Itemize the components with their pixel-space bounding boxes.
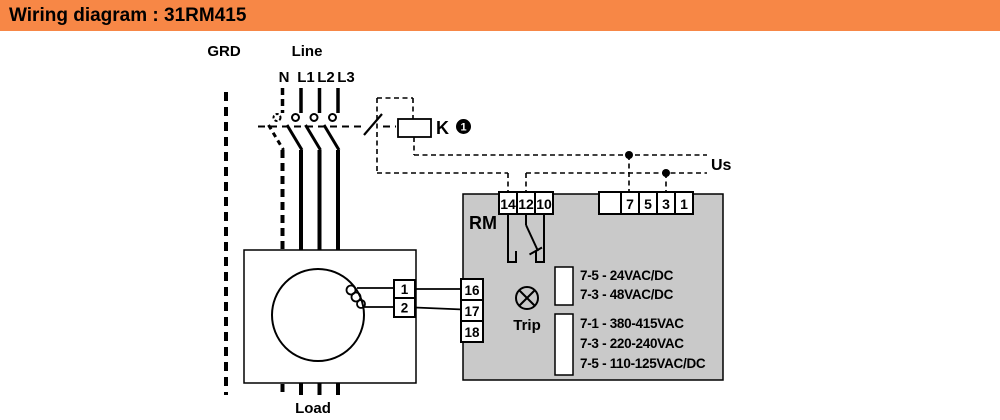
title-bar: Wiring diagram : 31RM415 (0, 0, 1000, 31)
control-dashed-wiring (376, 97, 707, 193)
svg-text:10: 10 (536, 196, 552, 212)
svg-text:17: 17 (464, 304, 479, 319)
supply-voltage-options: 7-5 - 24VAC/DC 7-3 - 48VAC/DC 7-1 - 380-… (580, 268, 706, 371)
note-1-badge: 1 (456, 119, 471, 134)
svg-text:12: 12 (518, 196, 534, 212)
svg-text:5: 5 (644, 196, 652, 212)
rm-module-label: RM (469, 213, 497, 233)
ct-toroid-icon (271, 268, 365, 362)
wire-l3-label: L3 (337, 69, 355, 86)
svg-text:7-3 - 220-240VAC: 7-3 - 220-240VAC (580, 336, 684, 351)
aux-switch-icon (363, 113, 383, 136)
contactor-coil-icon (397, 118, 432, 138)
svg-text:1: 1 (680, 196, 688, 212)
relay-output-terminals: 14 12 10 (498, 191, 554, 215)
trip-indicator-icon (515, 286, 539, 310)
svg-text:7: 7 (626, 196, 634, 212)
measuring-input-terminals: 16 17 18 (460, 278, 484, 343)
svg-text:18: 18 (464, 325, 480, 340)
wiring-diagram: GRD Line N L1 L2 L3 (207, 43, 732, 417)
trip-label: Trip (513, 317, 541, 334)
load-label: Load (295, 400, 331, 417)
svg-text:1: 1 (401, 282, 409, 297)
svg-text:7-3 - 48VAC/DC: 7-3 - 48VAC/DC (580, 287, 674, 302)
supply-terminals: 7 5 3 1 (598, 191, 694, 215)
supply-connector-icons (554, 266, 574, 376)
junction-dots (625, 151, 670, 177)
line-label: Line (292, 43, 323, 60)
wire-n-label: N (279, 69, 290, 86)
svg-text:14: 14 (500, 196, 516, 212)
relay-contact-icon (507, 214, 545, 263)
supply-us-label: Us (711, 157, 732, 174)
svg-text:3: 3 (662, 196, 670, 212)
ct-terminal-block: 1 2 (393, 279, 416, 318)
svg-text:7-5 - 110-125VAC/DC: 7-5 - 110-125VAC/DC (580, 356, 706, 371)
svg-text:16: 16 (464, 283, 480, 298)
ct-to-relay-wires (414, 288, 464, 311)
ct-secondary-winding-icon (345, 284, 394, 309)
svg-text:7-1 - 380-415VAC: 7-1 - 380-415VAC (580, 316, 684, 331)
page-title: Wiring diagram : 31RM415 (9, 4, 247, 26)
grd-label: GRD (207, 43, 241, 60)
contactor-label: K (436, 118, 449, 138)
circuit-breaker-icon (258, 88, 396, 151)
rm-module-box (462, 193, 724, 381)
wire-l2-label: L2 (317, 69, 335, 86)
svg-text:2: 2 (401, 301, 409, 316)
svg-text:1: 1 (460, 122, 466, 134)
wire-l1-label: L1 (297, 69, 315, 86)
svg-text:7-5 - 24VAC/DC: 7-5 - 24VAC/DC (580, 268, 674, 283)
